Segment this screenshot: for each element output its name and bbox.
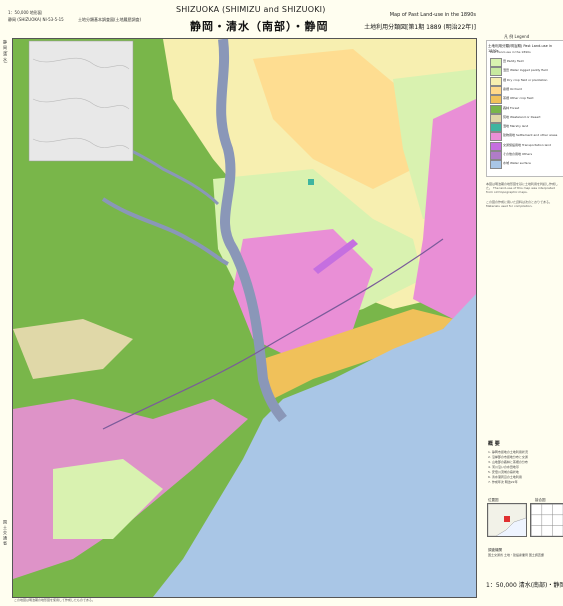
legend-swatch — [490, 151, 502, 160]
abe-river — [216, 38, 287, 423]
legend-item: 水域 Water surface — [490, 160, 560, 170]
map-title-japanese: 静岡・清水（南部）・静岡 — [190, 20, 329, 33]
legend-item: その他の用地 Others — [490, 151, 560, 160]
surveyor-names: 国土交通省 土地・建設産業局 国土調査課 — [488, 553, 544, 557]
inset-contour — [32, 57, 130, 70]
legend-label: 水域 Water surface — [503, 161, 531, 166]
legend-item: 畑 Dry crop field or plantation — [490, 76, 560, 86]
legend-label: 田 Paddy field — [503, 59, 524, 63]
legend-label: 湿田 Water logged paddy field — [503, 68, 548, 73]
transportation-land — [313, 239, 358, 274]
legend-swatch — [490, 95, 502, 105]
legend-swatch — [490, 141, 502, 151]
legend-label: その他の用地 Others — [503, 152, 533, 156]
inset-contour — [32, 97, 130, 110]
location-map-graphic — [487, 503, 527, 537]
legend-swatch — [490, 160, 502, 170]
notes-block-1: 本図は明治期の地形図を基に土地利用を判読し作成した。 The land-use … — [486, 182, 559, 194]
footer-scale-title: 1：50,000 清水(南部)・静岡 — [486, 582, 563, 589]
legend-item: 桑畑 Orchard — [490, 85, 560, 95]
explanation-line: 7. 作成年次 明治22年 — [488, 480, 518, 484]
sheet-index-title: 接合図 — [535, 498, 546, 502]
paddy-field-southwest — [53, 459, 163, 539]
legend-item: 田 Paddy field — [490, 58, 560, 67]
legend-swatch — [490, 132, 502, 142]
land-use-map-graphic — [13, 38, 476, 597]
inset-contour — [32, 137, 130, 150]
legend-swatch — [490, 123, 502, 133]
tea-field-coast — [263, 309, 453, 399]
marshy-land — [308, 179, 314, 185]
railway-line — [102, 238, 444, 430]
explanation-line: 4. 河川沿いの水田地帯 — [488, 465, 519, 469]
legend-label: 湿地 Marshy land — [503, 124, 529, 129]
legend-label: 荒地 Wasteland or Desert — [503, 114, 541, 119]
settlement-shizuoka — [233, 229, 373, 359]
legend-swatch — [490, 85, 502, 95]
land-use-map[interactable] — [12, 38, 477, 598]
location-marker — [504, 516, 510, 522]
location-map-title: 位置図 — [488, 498, 499, 502]
tributary-river — [101, 197, 229, 266]
legend-label: 交通施設用地 Transportation land — [503, 142, 552, 147]
legend-item: 湿地 Marshy land — [490, 123, 560, 133]
legend-swatch — [490, 113, 502, 123]
sheet-index-grid — [530, 503, 563, 537]
explanation-title: 概 要 — [488, 441, 500, 447]
explanation-line: 2. 沿岸部の市街地分布と交通 — [488, 455, 528, 459]
location-map — [487, 503, 527, 537]
explanation-line: 1. 静岡市街地の土地利用状況 — [488, 450, 528, 454]
legend-label: 畑 Dry crop field or plantation — [503, 77, 548, 82]
orchard-area — [253, 49, 433, 189]
surveyor-label: 調査機関 — [488, 548, 502, 552]
side-label-bottom: 国 土 交 通 省 — [3, 520, 8, 546]
suruga-bay-sea — [153, 294, 476, 597]
legend-item: 荒地 Wasteland or Desert — [490, 113, 560, 123]
explanation-line: 5. 安倍川流域の扇状地 — [488, 470, 519, 474]
explanation-list: 1. 静岡市街地の土地利用状況 2. 沿岸部の市街地分布と交通 3. 山地部の森… — [488, 450, 560, 485]
footer-note: この地図は明治期の地形図を使用して作成したものである。 — [14, 598, 95, 602]
legend-subheading: Past Land-use in the 1890s — [490, 50, 531, 54]
map-subtitle-japanese: 土地利用分類図[第1期 1889 (明治22年)] — [364, 24, 476, 31]
legend-heading: 土地利用分類(明治期) Past Land-use in 1890s — [488, 44, 553, 53]
explanation-line: 3. 山地部の森林と茶畑の分布 — [488, 460, 528, 464]
legend-swatch — [490, 67, 502, 77]
legend-swatch — [490, 76, 502, 86]
wasteland-west — [13, 319, 133, 379]
legend-swatch — [490, 58, 502, 67]
legend-label: 茶畑 Other crop field — [503, 96, 534, 101]
legend-item: 茶畑 Other crop field — [490, 95, 560, 105]
legend-item: 森林 Forest — [490, 104, 560, 114]
inset-topographic-map — [28, 40, 134, 162]
legend-item: 湿田 Water logged paddy field — [490, 67, 560, 77]
legend-title: 凡 例 Legend — [504, 34, 530, 39]
map-subtitle-english: Map of Past Land-use in the 1890s — [389, 12, 476, 18]
notes-block-2: この図の作成に用いた資料は次のとおりである。 Materials used fo… — [486, 200, 552, 208]
scale-label: 1：50,000 地形図 — [8, 10, 42, 15]
map-title-english: SHIZUOKA (SHIMIZU and SHIZUOKI) — [176, 5, 326, 14]
legend-label: 森林 Forest — [503, 105, 520, 110]
legend-item: 建物用地 Settlement and other areas — [490, 132, 560, 142]
settlement-shimizu — [413, 99, 476, 319]
legend-label: 建物用地 Settlement and other areas — [503, 133, 558, 138]
legend-swatch — [490, 104, 502, 114]
side-label-top: 静 岡 (清 水) — [3, 40, 8, 63]
legend-label: 桑畑 Orchard — [503, 86, 522, 91]
series-note: 土地分類基本調査図(土地履歴調査) — [78, 17, 142, 22]
legend-item: 交通施設用地 Transportation land — [490, 141, 560, 151]
explanation-line: 6. 清水港周辺の土地利用 — [488, 475, 522, 479]
series-label: 静岡 (SHIZUOKA) NI-53-5-15 — [8, 17, 64, 22]
